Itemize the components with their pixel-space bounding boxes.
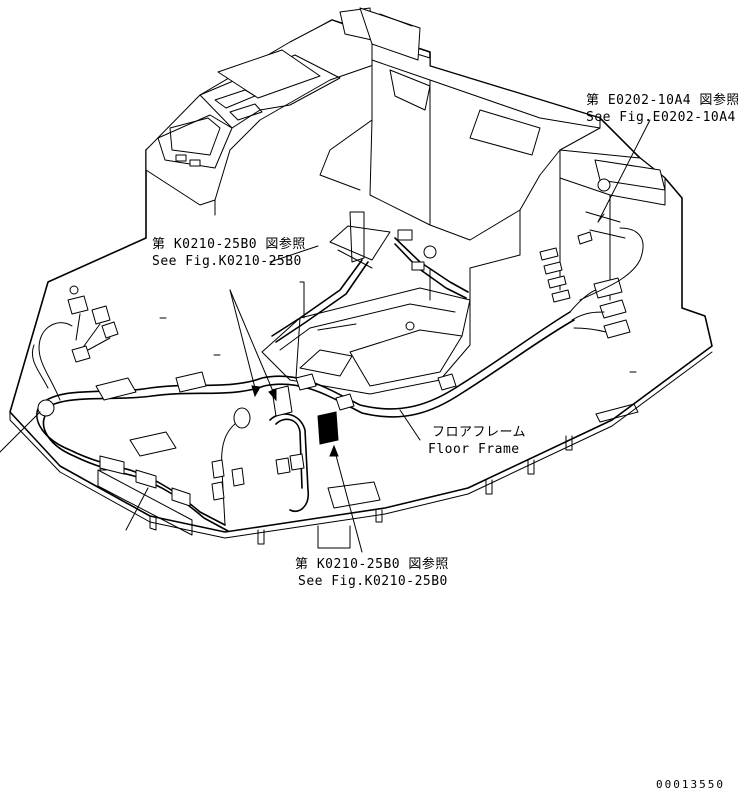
leader-lines bbox=[0, 119, 651, 553]
callout-k0210-lower-en: See Fig.K0210-25B0 bbox=[298, 574, 448, 589]
dashboard-console bbox=[145, 19, 389, 239]
wiring-harness-upper bbox=[271, 229, 469, 343]
floor-pan bbox=[261, 211, 471, 395]
wiring-harness-main bbox=[32, 269, 575, 536]
callout-floor-frame-en: Floor Frame bbox=[428, 442, 520, 457]
lower-harness bbox=[95, 377, 381, 549]
callout-k0210-upper-en: See Fig.K0210-25B0 bbox=[152, 254, 302, 269]
callout-e0202-jp: 第 E0202-10A4 図参照 bbox=[586, 92, 738, 108]
callout-k0210-upper-jp: 第 K0210-25B0 図参照 bbox=[152, 236, 306, 252]
callout-k0210-lower-jp: 第 K0210-25B0 図参照 bbox=[295, 556, 449, 572]
callout-e0202-en: See Fig.E0202-10A4 bbox=[586, 110, 736, 125]
callout-floor-frame-jp: フロアフレーム bbox=[432, 425, 526, 440]
mounting-tabs bbox=[99, 317, 639, 545]
relay-bank bbox=[539, 227, 644, 339]
drawing-number: 00013550 bbox=[656, 778, 725, 791]
right-console bbox=[319, 7, 666, 346]
